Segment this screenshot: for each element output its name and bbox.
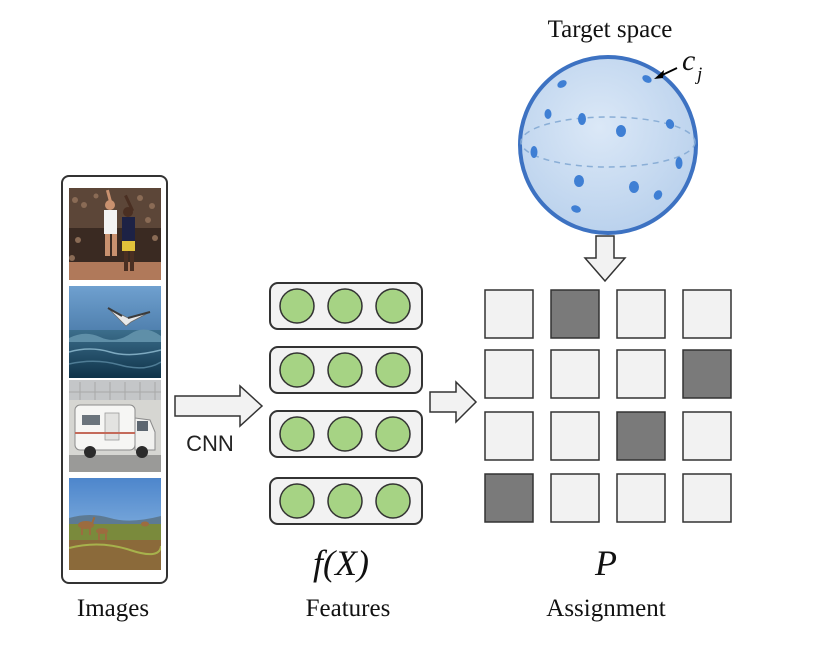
assignment-cell [550, 473, 600, 523]
features-panel [269, 282, 423, 525]
feature-unit [375, 416, 411, 452]
assignment-cell [550, 349, 600, 399]
assignment-cell-active [550, 289, 600, 339]
feature-unit [279, 483, 315, 519]
assignment-label: Assignment [546, 595, 666, 622]
assignment-cell [682, 473, 732, 523]
feature-unit [375, 288, 411, 324]
photo-antelopes-in-grassland [69, 478, 161, 570]
cj-letter: c [682, 44, 695, 77]
features-to-assignment-arrow [429, 380, 478, 424]
feature-vector [269, 410, 423, 458]
feature-unit [327, 483, 363, 519]
feature-unit [375, 352, 411, 388]
feature-unit [279, 352, 315, 388]
feature-unit [279, 288, 315, 324]
photo-basketball-players [69, 188, 161, 280]
p-symbol: P [594, 543, 617, 583]
feature-vector [269, 477, 423, 525]
assignment-cell [616, 289, 666, 339]
assignment-matrix [484, 289, 732, 523]
fx-symbol: f(X) [313, 543, 369, 583]
cj-subscript: j [694, 64, 702, 85]
features-label: Features [306, 595, 391, 622]
assignment-cell [484, 411, 534, 461]
assignment-cell [682, 289, 732, 339]
feature-unit [327, 352, 363, 388]
assignment-cell [682, 411, 732, 461]
feature-unit [375, 483, 411, 519]
images-panel [61, 175, 168, 584]
assignment-cell [616, 473, 666, 523]
cnn-arrow [174, 384, 264, 428]
photo-seabird-over-ocean [69, 286, 161, 378]
feature-unit [327, 288, 363, 324]
feature-vector [269, 346, 423, 394]
cnn-label: CNN [186, 431, 234, 456]
assignment-cell-active [616, 411, 666, 461]
assignment-cell-active [682, 349, 732, 399]
assignment-cell [616, 349, 666, 399]
centroid-label: c j [654, 44, 702, 85]
feature-vector [269, 282, 423, 330]
target-space-label: Target space [548, 16, 673, 43]
assignment-cell [484, 349, 534, 399]
sphere-to-assignment-arrow [583, 235, 627, 283]
assignment-cell-active [484, 473, 534, 523]
feature-unit [327, 416, 363, 452]
images-label: Images [77, 595, 149, 622]
photo-camper-van [69, 380, 161, 472]
target-space-sphere [518, 55, 698, 235]
assignment-cell [484, 289, 534, 339]
feature-unit [279, 416, 315, 452]
assignment-cell [550, 411, 600, 461]
centroid-dots [530, 75, 683, 213]
